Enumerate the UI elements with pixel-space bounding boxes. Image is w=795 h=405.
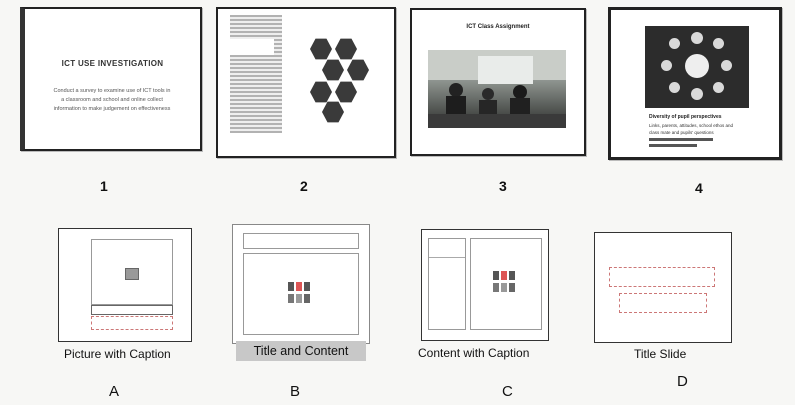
orbit-circle [713, 38, 724, 49]
slide-4-caption-line-2: class mate and pupils' questions [649, 130, 714, 135]
caption-placeholder [428, 238, 466, 330]
orbit-circle [691, 32, 703, 44]
caption-text-placeholder [91, 316, 173, 330]
orbit-circle [691, 88, 703, 100]
layout-caption-title-and-content: Title and Content [236, 341, 366, 361]
content-insert-icons [493, 271, 519, 293]
slide-4-caption-title: Diversity of pupil perspectives [649, 114, 722, 120]
text-line [649, 138, 713, 141]
caption-title-placeholder [91, 305, 173, 315]
orbit-circle [669, 82, 680, 93]
hex-tile [335, 38, 357, 60]
text-line [649, 144, 697, 147]
slide-thumbnail-3[interactable]: ICT Class Assignment [410, 8, 586, 156]
subtitle-placeholder [619, 293, 707, 313]
content-placeholder [470, 238, 542, 330]
layout-caption-content-with-caption: Content with Caption [418, 346, 529, 360]
layout-letter-d: D [677, 373, 688, 390]
slide-3-classroom-photo [428, 50, 566, 128]
picture-placeholder [91, 239, 173, 305]
hex-tile [335, 81, 357, 103]
layout-title-and-content[interactable] [232, 224, 370, 344]
orbit-circle [661, 60, 672, 71]
content-placeholder [243, 253, 359, 335]
slide-thumbnail-1[interactable]: ICT USE INVESTIGATION Conduct a survey t… [20, 7, 202, 151]
slide-number-2: 2 [300, 178, 308, 194]
layout-caption-picture-with-caption: Picture with Caption [64, 347, 171, 361]
slide-number-4: 4 [695, 180, 703, 196]
slide-4-diagram-image [645, 26, 749, 108]
slide-4-caption-line-1: Links, parents, attitudes, school ethos … [649, 123, 733, 128]
orbit-circle [721, 60, 732, 71]
slide-1-title: ICT USE INVESTIGATION [25, 59, 200, 68]
hex-tile [310, 38, 332, 60]
layout-letter-a: A [109, 383, 119, 400]
slide-3-title: ICT Class Assignment [412, 24, 584, 30]
slide-thumbnail-2[interactable] [216, 7, 396, 158]
layout-letter-c: C [502, 383, 513, 400]
hex-tile [310, 81, 332, 103]
center-circle [685, 54, 709, 78]
slide-thumbnail-4[interactable]: Diversity of pupil perspectives Links, p… [608, 7, 782, 160]
slide-number-3: 3 [499, 178, 507, 194]
orbit-circle [669, 38, 680, 49]
hex-tile [347, 59, 369, 81]
orbit-circle [713, 82, 724, 93]
hex-tile [322, 101, 344, 123]
slide-2-text-gap [230, 39, 274, 55]
picture-icon [125, 268, 139, 280]
layout-title-slide[interactable] [594, 232, 732, 343]
layout-content-with-caption[interactable] [421, 229, 549, 341]
title-placeholder [243, 233, 359, 249]
layout-letter-b: B [290, 383, 300, 400]
layout-picture-with-caption[interactable] [58, 228, 192, 342]
layout-caption-title-slide: Title Slide [634, 347, 686, 361]
content-insert-icons [288, 282, 314, 304]
classroom-photo-image [428, 50, 566, 128]
caption-divider [429, 257, 465, 258]
slide-1-body: Conduct a survey to examine use of ICT t… [53, 87, 171, 114]
hex-tile [322, 59, 344, 81]
slide-number-1: 1 [100, 178, 108, 194]
slide-2-text-image [230, 15, 282, 133]
title-placeholder [609, 267, 715, 287]
